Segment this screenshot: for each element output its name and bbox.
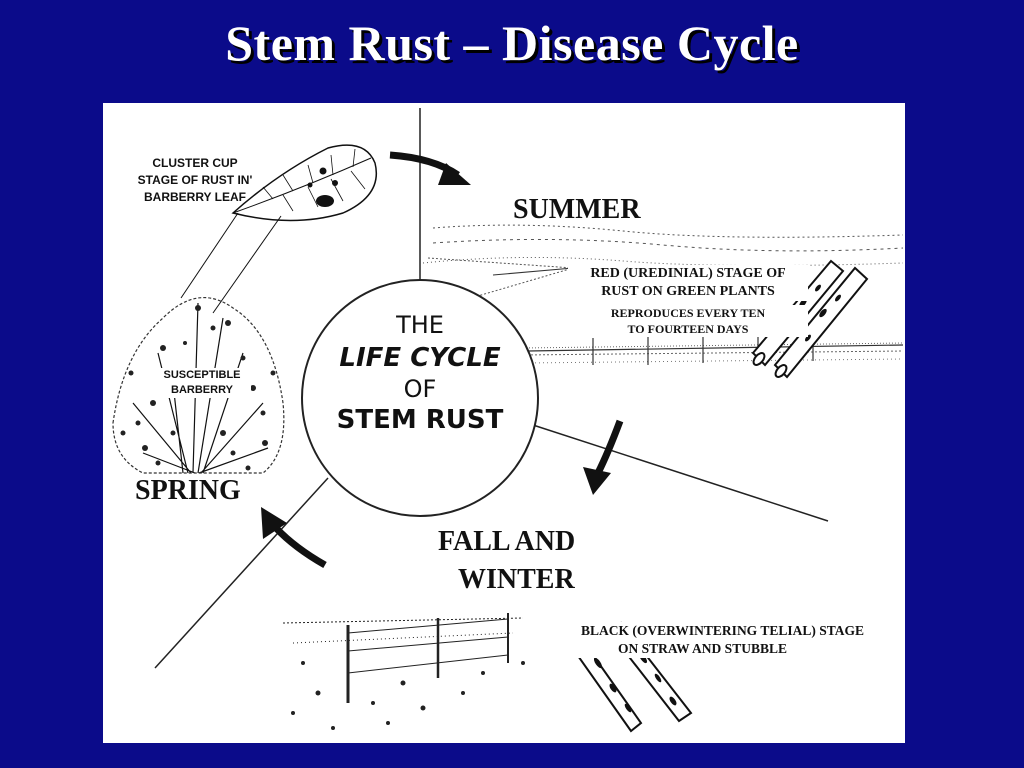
season-summer: SUMMER — [513, 194, 641, 225]
season-spring: SPRING — [135, 475, 241, 506]
barberry-bush-illustration — [112, 297, 285, 474]
divider-bottom-left — [154, 477, 329, 669]
red-stage-label: RED (UREDINIAL) STAGE OF RUST ON GREEN P… — [568, 265, 808, 337]
cluster-cup-label-line-2: STAGE OF RUST IN' — [137, 173, 253, 187]
arrow-summer-to-fall — [583, 419, 624, 495]
arrow-spring-to-summer — [389, 151, 471, 185]
barberry-label: SUSCEPTIBLE BARBERRY — [153, 368, 251, 398]
cluster-cup-label-line-1: CLUSTER CUP — [152, 156, 238, 170]
center-circle — [301, 279, 539, 517]
black-stage-label: BLACK (OVERWINTERING TELIAL) STAGE ON ST… — [510, 622, 895, 658]
red-stage-line-4: TO FOURTEEN DAYS — [568, 321, 808, 337]
cluster-cup-label: CLUSTER CUP STAGE OF RUST IN' BARBERRY L… — [125, 155, 265, 206]
black-stage-line-2: ON STRAW AND STUBBLE — [510, 640, 895, 658]
season-fall-line-2: WINTER — [458, 564, 575, 595]
barberry-leaf-illustration — [180, 144, 377, 314]
center-title-line-1: THE — [396, 311, 444, 339]
divider-right — [532, 424, 829, 522]
black-stage-line-1: BLACK (OVERWINTERING TELIAL) STAGE — [550, 622, 895, 640]
life-cycle-diagram: THE LIFE CYCLE OF STEM RUST SUMMER FALL … — [103, 103, 905, 743]
cluster-cup-label-line-3: BARBERRY LEAF — [143, 190, 246, 204]
center-title-line-2: LIFE CYCLE — [339, 343, 501, 373]
red-stage-line-1: RED (UREDINIAL) STAGE OF — [568, 265, 808, 283]
barberry-label-line-2: BARBERRY — [171, 384, 233, 396]
red-stage-line-2: RUST ON GREEN PLANTS — [568, 283, 808, 301]
barberry-label-line-1: SUSCEPTIBLE — [163, 369, 241, 381]
red-stage-line-3: REPRODUCES EVERY TEN — [568, 305, 808, 321]
center-title-line-4: STEM RUST — [336, 405, 504, 435]
season-fall-line-1: FALL AND — [438, 526, 576, 557]
center-title: THE LIFE CYCLE OF STEM RUST — [302, 311, 538, 435]
arrow-fall-to-spring — [261, 507, 327, 569]
summer-fence — [527, 334, 904, 365]
slide-title: Stem Rust – Disease Cycle — [225, 15, 799, 71]
fall-field-illustration — [282, 613, 545, 730]
center-title-line-3: OF — [403, 375, 437, 403]
